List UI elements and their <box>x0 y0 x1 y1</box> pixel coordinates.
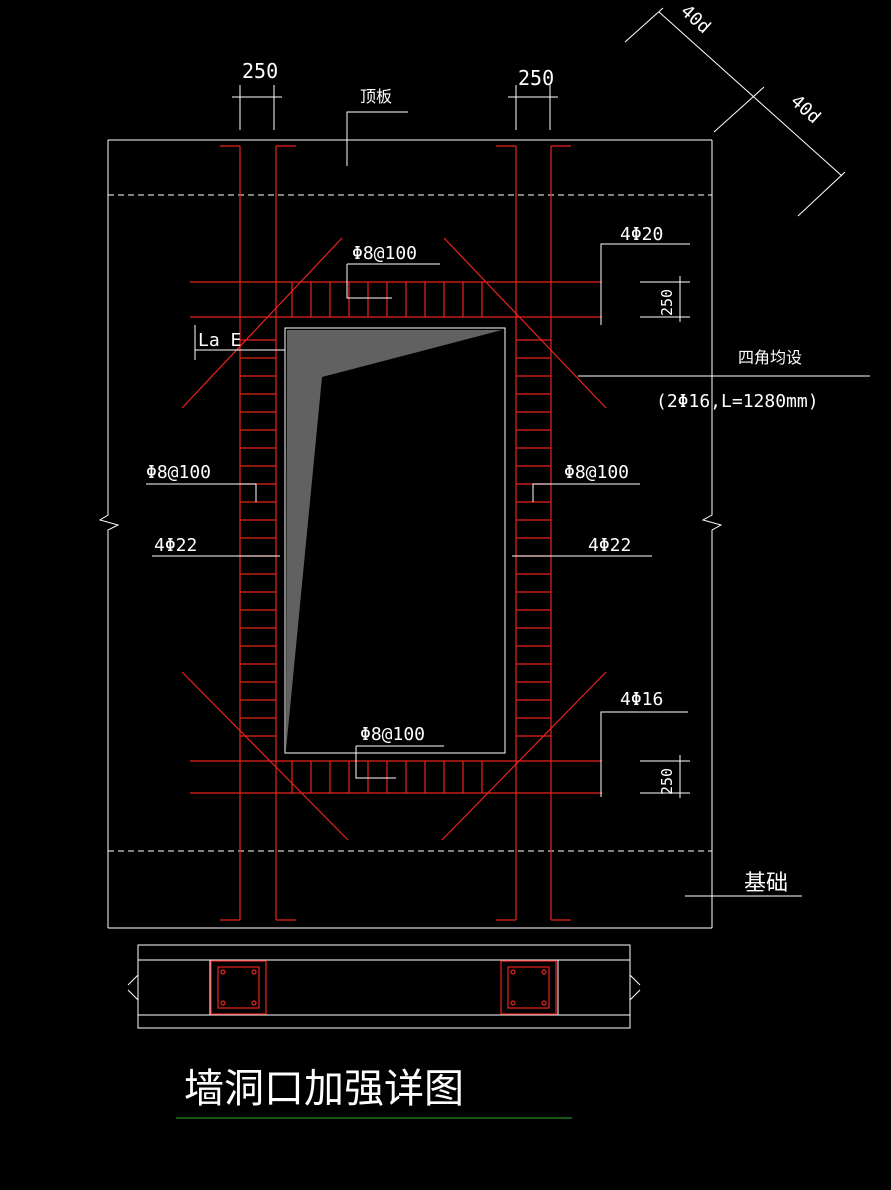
wall-opening <box>284 327 506 754</box>
top-stirrup-label: Φ8@100 <box>352 243 417 264</box>
top-bars-label: 4Φ20 <box>620 224 663 245</box>
top-spacing-label: 250 <box>658 289 676 316</box>
right-stirrup-label: Φ8@100 <box>564 462 629 483</box>
left-stirrup-label: Φ8@100 <box>146 462 211 483</box>
dim-40d-b: 40d <box>786 91 824 128</box>
dimension-lines <box>146 7 870 897</box>
bottom-spacing-label: 250 <box>658 768 676 795</box>
dim-left-width: 250 <box>242 59 278 83</box>
wall-section <box>127 944 641 1029</box>
rebar-group <box>181 145 607 921</box>
bottom-stirrup-label: Φ8@100 <box>360 724 425 745</box>
labels: 250 250 40d 40d 顶板 Φ8@100 4Φ20 250 La E … <box>146 1 824 1119</box>
wall-outline <box>98 139 723 929</box>
drawing-title: 墙洞口加强详图 <box>184 1066 464 1112</box>
right-bars-label: 4Φ22 <box>588 535 631 556</box>
top-slab-label: 顶板 <box>360 87 392 106</box>
dim-right-width: 250 <box>518 66 554 90</box>
bottom-bars-label: 4Φ16 <box>620 689 663 710</box>
opening-hatch <box>286 330 502 750</box>
foundation-label: 基础 <box>744 871 788 896</box>
corner-note-label: 四角均设 <box>738 348 802 367</box>
left-bars-label: 4Φ22 <box>154 535 197 556</box>
corner-spec-label: (2Φ16,L=1280mm) <box>656 391 819 412</box>
lae-label: La E <box>198 330 241 351</box>
